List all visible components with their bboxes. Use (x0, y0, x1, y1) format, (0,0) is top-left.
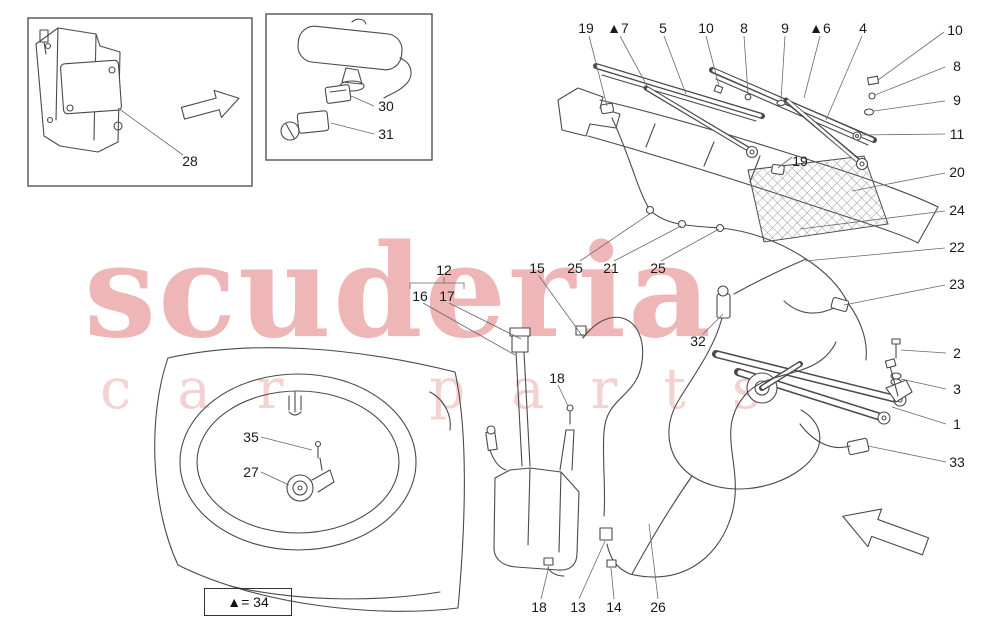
callout-19-top: 19 (578, 20, 594, 36)
callout-17: 17 (439, 288, 455, 304)
right-screw-icon (868, 92, 876, 100)
washer-hose-15 (575, 316, 837, 578)
ecu-module-drawing (60, 59, 123, 131)
hose-clip-21 (677, 219, 687, 229)
callout-12: 12 (436, 262, 452, 278)
mirror-drawing (297, 18, 412, 99)
callout-28: 28 (182, 153, 198, 169)
bracket-screw-18 (566, 404, 574, 412)
callout-26: 26 (650, 599, 666, 615)
washer-jet-icon (713, 84, 724, 94)
bottom-clamp-18 (543, 557, 554, 566)
callout-19-mid: 19 (792, 153, 808, 169)
car-fascia-drawing (154, 347, 465, 612)
wiper-pivot-left (745, 145, 759, 159)
callout-13: 13 (570, 599, 586, 615)
inset-mirror (265, 13, 433, 161)
callout-25-right: 25 (650, 260, 666, 276)
cowl-panel-drawing (557, 87, 939, 244)
hose-clip-25-left (645, 205, 655, 215)
jet-screw-icon (744, 93, 752, 101)
hose-clamp-14 (606, 559, 617, 568)
callout-10-right: 10 (947, 22, 963, 38)
pivot-nut-icon (852, 131, 862, 141)
callout-20: 20 (949, 164, 965, 180)
jet-grommet-icon (776, 99, 786, 107)
legend-box: ▲= 34 (204, 588, 292, 616)
filler-neck (515, 351, 531, 467)
washer-reservoir-drawing (485, 327, 580, 577)
callout-23: 23 (949, 276, 965, 292)
callout-5: 5 (659, 20, 667, 36)
right-washer-icon (863, 108, 875, 116)
hose-connector-13 (599, 527, 613, 541)
wiper-pivot-right (855, 157, 869, 171)
bracket-12-group-line (409, 277, 465, 289)
callout-16: 16 (412, 288, 428, 304)
wiper-arm-right (783, 97, 869, 171)
callout-35: 35 (243, 429, 259, 445)
callout-32: 32 (690, 333, 706, 349)
callout-14: 14 (606, 599, 622, 615)
callout-1: 1 (953, 416, 961, 432)
callout-27: 27 (243, 464, 259, 480)
horn-screw-35 (314, 440, 322, 448)
hose-top-fitting (575, 325, 587, 336)
callout-10-jets: 10 (698, 20, 714, 36)
reservoir-bracket (559, 429, 575, 471)
cowl-clip-19-mid (771, 163, 785, 176)
grille-inner (196, 390, 400, 534)
washer-hose-upper (611, 117, 867, 361)
horn-drawing (286, 440, 335, 502)
legend-text: ▲= 34 (227, 594, 269, 610)
direction-arrow-main (842, 508, 930, 556)
callout-6: ▲6 (809, 20, 831, 36)
callout-4: 4 (859, 20, 867, 36)
wiper-arm-left (643, 85, 759, 159)
callout-15: 15 (529, 260, 545, 276)
callout-31: 31 (378, 126, 394, 142)
mirror-connector-31 (280, 110, 330, 141)
hose-clip-25-right (715, 223, 725, 233)
washer-hose-26 (629, 341, 837, 578)
callout-25-left: 25 (567, 260, 583, 276)
callout-8-jets: 8 (740, 20, 748, 36)
callout-18-upper: 18 (549, 370, 565, 386)
callout-8-right: 8 (953, 58, 961, 74)
callout-3: 3 (953, 381, 961, 397)
washer-pump-32 (631, 285, 821, 575)
callout-7: ▲7 (607, 20, 629, 36)
mirror-connector-30 (324, 84, 352, 104)
direction-arrow-inset (180, 89, 240, 120)
callout-24: 24 (949, 202, 965, 218)
trident-logo (288, 391, 302, 416)
cowl-clip-19-left (600, 102, 615, 115)
callout-9-jets: 9 (781, 20, 789, 36)
callout-11: 11 (949, 126, 965, 142)
inset-control-unit-frame (27, 17, 253, 187)
grille-outer (179, 373, 417, 551)
callout-2: 2 (953, 345, 961, 361)
callout-33: 33 (949, 454, 965, 470)
wiring-connector-33 (799, 423, 870, 456)
leader-lines (117, 31, 947, 600)
callout-22: 22 (949, 239, 965, 255)
wiper-blade-left (593, 63, 765, 122)
callout-21: 21 (603, 260, 619, 276)
callout-9-right: 9 (953, 92, 961, 108)
right-grommet-icon (867, 75, 880, 86)
inset-control-unit (27, 17, 253, 187)
callout-18-lower: 18 (531, 599, 547, 615)
callout-30: 30 (378, 98, 394, 114)
inset-mirror-frame (265, 13, 433, 161)
wiring-connector-23 (783, 296, 850, 314)
